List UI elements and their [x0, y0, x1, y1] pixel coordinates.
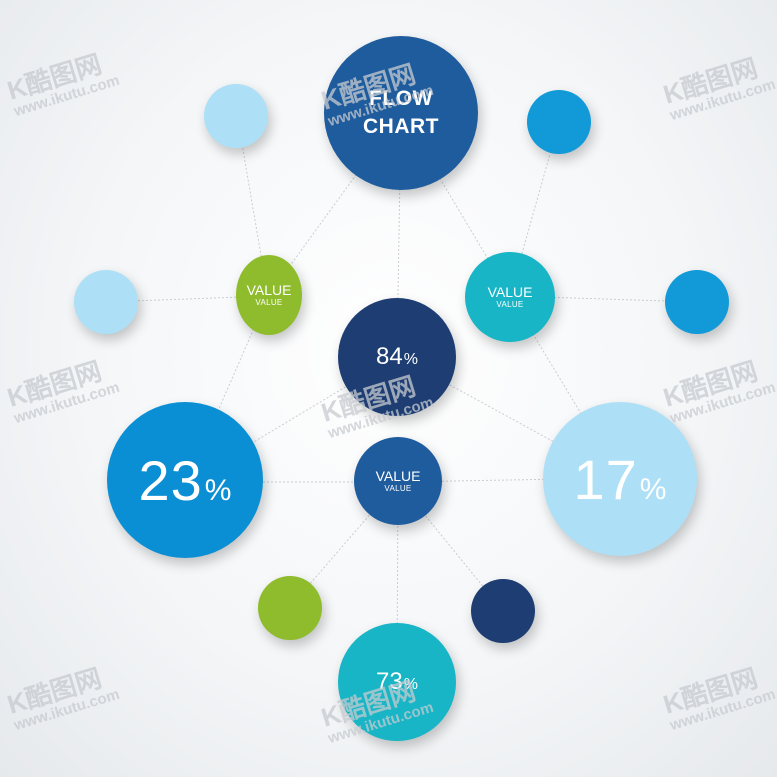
blue-circle-top-right: [527, 90, 591, 154]
percent-value: 84 %: [376, 343, 418, 371]
value-label: VALUE: [375, 467, 421, 484]
value-label: VALUE: [487, 283, 533, 300]
percent-symbol: %: [403, 351, 418, 368]
title-line-1: FLOW: [369, 87, 433, 110]
value-circle-center: VALUE VALUE: [354, 437, 442, 525]
percent-number: 17: [573, 447, 638, 511]
percent-number: 73: [376, 668, 403, 695]
light-blue-circle-top-left: [204, 84, 268, 148]
percent-value: 73 %: [376, 668, 418, 696]
percent-value: 23 %: [139, 448, 232, 513]
value-sublabel: VALUE: [496, 299, 524, 309]
light-blue-circle-left: [74, 270, 138, 334]
value-circle-green: VALUE VALUE: [236, 255, 302, 335]
value-circle-teal: VALUE VALUE: [465, 252, 555, 342]
percent-circle-84: 84 %: [338, 298, 456, 416]
percent-symbol: %: [204, 473, 232, 507]
blue-circle-right: [665, 270, 729, 334]
green-circle-bottom-left: [258, 576, 322, 640]
value-label: VALUE: [246, 281, 292, 298]
percent-number: 23: [138, 448, 203, 512]
percent-circle-23: 23 %: [107, 402, 263, 558]
percent-circle-73: 73 %: [338, 623, 456, 741]
navy-circle-bottom-right: [471, 579, 535, 643]
percent-circle-17: 17 %: [543, 402, 697, 556]
percent-value: 17 %: [574, 447, 667, 512]
value-sublabel: VALUE: [384, 483, 412, 493]
flow-chart-title-circle: FLOW CHART: [324, 36, 478, 190]
value-sublabel: VALUE: [255, 297, 283, 307]
percent-number: 84: [376, 343, 403, 370]
percent-symbol: %: [639, 472, 667, 506]
title-line-2: CHART: [363, 115, 439, 138]
connector-line: [105, 295, 269, 303]
percent-symbol: %: [403, 676, 418, 693]
